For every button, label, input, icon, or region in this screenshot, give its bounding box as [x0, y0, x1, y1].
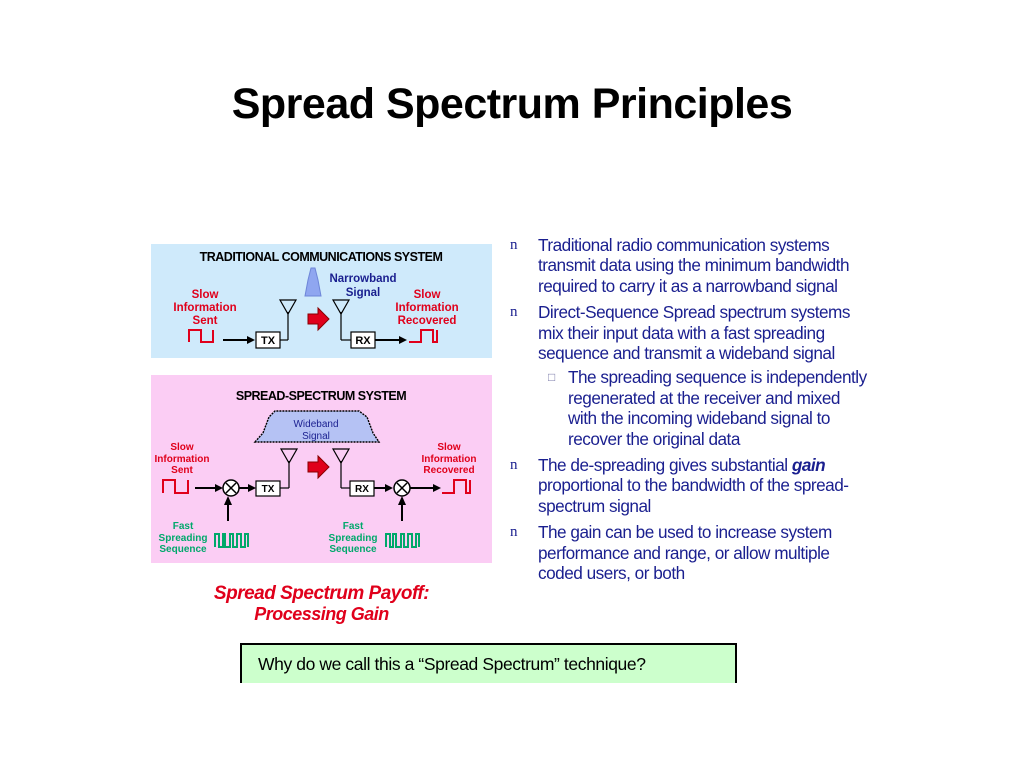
question-box: Why do we call this a “Spread Spectrum” …	[240, 643, 737, 683]
transmission-arrow-icon	[307, 306, 330, 332]
recovered-label-1: Slow	[414, 289, 441, 301]
narrowband-label-2: Signal	[346, 287, 381, 299]
fast-right-label-1: Fast	[343, 521, 364, 532]
arrow-head-icon	[433, 484, 441, 492]
sub-bullet-item: □ The spreading sequence is independentl…	[548, 367, 868, 449]
tx-antenna-icon	[278, 299, 298, 316]
bullet-marker: n	[510, 237, 518, 253]
recovered-label-2: Information	[395, 302, 458, 314]
rx-spreading-sequence-icon	[385, 533, 420, 548]
spread-spectrum-diagram: SPREAD-SPECTRUM SYSTEM Wideband Signal S…	[155, 389, 477, 555]
tx-label: TX	[261, 335, 276, 347]
wideband-label-2: Signal	[302, 431, 330, 442]
traditional-system-diagram: TRADITIONAL COMMUNICATIONS SYSTEM Narrow…	[173, 250, 459, 349]
gain-emphasis: gain	[791, 455, 826, 476]
arrow-head-icon	[385, 484, 393, 492]
sent-label-3: Sent	[193, 315, 218, 327]
ss-rx-antenna-icon	[331, 448, 351, 465]
wideband-label-1: Wideband	[293, 419, 338, 430]
ss-output-pulse-icon	[442, 479, 471, 494]
bullet-list: n Traditional radio communication system…	[508, 235, 868, 590]
tx-mixer-cross	[225, 482, 237, 494]
fast-right-label-2: Spreading	[329, 533, 378, 544]
rx-antenna-icon	[331, 299, 351, 316]
payoff-heading: Spread Spectrum Payoff:	[213, 583, 430, 604]
rx-mixer-cross	[396, 482, 408, 494]
output-pulse-icon	[409, 329, 438, 343]
sub-bullet-marker: □	[548, 370, 555, 385]
arrow-head-icon	[247, 336, 255, 344]
arrow-head-icon	[399, 336, 407, 344]
bullet-text-3-before: The de-spreading gives substantial	[538, 455, 792, 476]
fast-left-label-2: Spreading	[159, 533, 208, 544]
narrowband-label-1: Narrowband	[329, 273, 396, 285]
bullet-item: n The gain can be used to increase syste…	[508, 522, 868, 583]
ss-input-pulse-icon	[162, 479, 189, 494]
bullet-marker: n	[510, 304, 518, 321]
arrow-head-icon	[224, 496, 232, 505]
ss-sent-label-3: Sent	[171, 465, 193, 476]
input-pulse-icon	[188, 329, 214, 343]
traditional-system-panel: TRADITIONAL COMMUNICATIONS SYSTEM Narrow…	[151, 244, 492, 358]
fast-right-label-3: Sequence	[329, 544, 377, 555]
bullet-text-3-after: proportional to the bandwidth of the spr…	[538, 475, 849, 516]
slide-title: Spread Spectrum Principles	[231, 80, 793, 128]
fast-left-label-1: Fast	[173, 521, 194, 532]
sent-label-1: Slow	[192, 289, 219, 301]
bullet-marker: n	[510, 524, 518, 541]
sub-bullet-text: The spreading sequence is independently …	[568, 367, 867, 449]
bullet-text-2: Direct-Sequence Spread spectrum systems …	[538, 302, 850, 364]
recovered-label-3: Recovered	[398, 315, 457, 327]
ss-recovered-label-1: Slow	[437, 442, 461, 453]
ss-tx-label: TX	[262, 484, 275, 495]
spread-heading: SPREAD-SPECTRUM SYSTEM	[236, 389, 406, 403]
ss-sent-label-1: Slow	[170, 442, 194, 453]
ss-sent-label-2: Information	[155, 454, 210, 465]
narrowband-spectrum-shape	[304, 267, 322, 297]
ss-tx-antenna-icon	[279, 448, 299, 465]
bullet-item: n Direct-Sequence Spread spectrum system…	[508, 302, 868, 363]
ss-recovered-label-3: Recovered	[423, 465, 474, 476]
bullet-text-3: The de-spreading gives substantial gain …	[538, 455, 868, 516]
payoff-subheading: Processing Gain	[254, 604, 389, 624]
spread-spectrum-panel: SPREAD-SPECTRUM SYSTEM Wideband Signal S…	[151, 375, 492, 563]
arrow-head-icon	[398, 496, 406, 505]
arrow-head-icon	[215, 484, 223, 492]
bullet-marker: n	[510, 457, 518, 474]
rx-label: RX	[355, 335, 371, 347]
ss-transmission-arrow-icon	[307, 454, 330, 480]
tx-spreading-sequence-icon	[214, 533, 249, 548]
ss-recovered-label-2: Information	[422, 454, 477, 465]
ss-rx-label: RX	[355, 484, 369, 495]
fast-left-label-3: Sequence	[159, 544, 207, 555]
bullet-item: n Traditional radio communication system…	[508, 235, 868, 296]
bullet-item: n The de-spreading gives substantial gai…	[508, 455, 868, 516]
traditional-heading: TRADITIONAL COMMUNICATIONS SYSTEM	[200, 250, 443, 264]
bullet-text-4: The gain can be used to increase system …	[538, 522, 832, 584]
sent-label-2: Information	[173, 302, 236, 314]
bullet-text-1: Traditional radio communication systems …	[538, 235, 850, 296]
wideband-spectrum-shape	[253, 410, 381, 443]
arrow-head-icon	[248, 484, 256, 492]
